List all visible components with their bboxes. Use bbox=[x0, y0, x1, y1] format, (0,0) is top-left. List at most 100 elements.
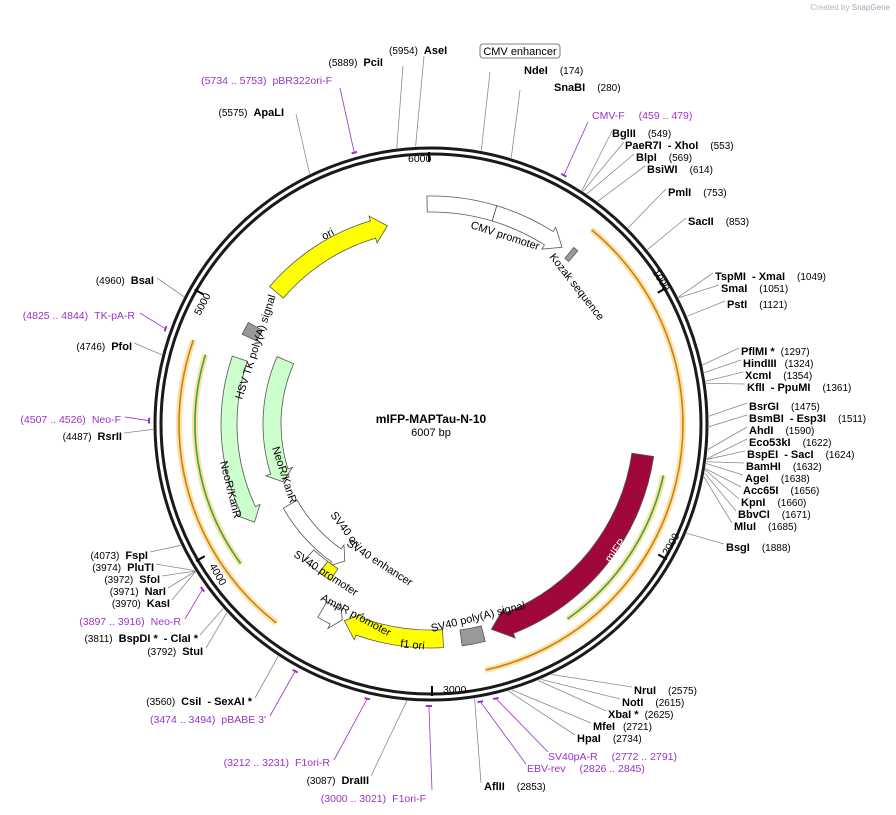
enzyme-label-sfoi: (3972)SfoI bbox=[104, 574, 160, 586]
enzyme-label-nrui: NruI(2575) bbox=[634, 685, 697, 697]
enzyme-leader-36 bbox=[370, 700, 408, 777]
enzyme-leader-0 bbox=[415, 55, 425, 147]
enzyme-label-bsgi: BsgI(1888) bbox=[726, 542, 791, 554]
primer-label-pbabe3: (3474 .. 3494)pBABE 3' bbox=[150, 714, 266, 726]
enzyme-leader-37 bbox=[254, 656, 279, 699]
primer-label-ebv-rev: EBV-rev(2826 .. 2845) bbox=[527, 763, 645, 775]
enzyme-label-pflmi: PflMI *(1297) bbox=[741, 346, 810, 358]
ampr-promoter-shape bbox=[317, 601, 343, 630]
primer-mark-0 bbox=[351, 150, 358, 155]
orf-line-0 bbox=[485, 229, 684, 671]
plasmid-name: mIFP-MAPTau-N-10 bbox=[376, 412, 487, 426]
f1-ori-shape bbox=[343, 612, 444, 649]
enzyme-leader-41 bbox=[167, 571, 196, 589]
enzyme-label-sacii: SacII(853) bbox=[688, 216, 749, 228]
enzyme-leader-13 bbox=[687, 300, 726, 317]
ori-shape bbox=[269, 215, 388, 299]
enzyme-label-kpni: KpnI(1660) bbox=[741, 497, 806, 509]
tick-mark-2000 bbox=[657, 553, 668, 561]
enzyme-leader-17 bbox=[705, 382, 746, 385]
enzyme-label-csii: (3560)CsiI- SexAI * bbox=[146, 696, 252, 708]
primer-mark-6 bbox=[292, 668, 299, 674]
primer-leader-5 bbox=[428, 705, 433, 791]
enzyme-label-hindiii: HindIII(1324) bbox=[743, 358, 814, 370]
enzyme-leader-30 bbox=[551, 674, 633, 688]
enzyme-label-stui: (3792)StuI bbox=[147, 646, 203, 658]
enzyme-leader-23 bbox=[706, 461, 745, 464]
primer-leader-9 bbox=[139, 312, 166, 330]
enzyme-leader-40 bbox=[171, 571, 196, 601]
enzyme-leader-16 bbox=[705, 371, 744, 382]
primer-label-f1ori-f: (3000 .. 3021)F1ori-F bbox=[321, 793, 426, 805]
primer-leader-0 bbox=[339, 87, 355, 153]
enzyme-leader-20 bbox=[707, 426, 748, 450]
feature-label-f1-ori: f1 ori bbox=[400, 638, 426, 652]
enzyme-leader-21 bbox=[706, 438, 748, 460]
enzyme-leader-5 bbox=[581, 130, 613, 191]
primer-label-f1ori-r: (3212 .. 3231)F1ori-R bbox=[224, 757, 331, 769]
enzyme-label-pfoi: (4746)PfoI bbox=[76, 341, 132, 353]
primer-leader-1 bbox=[563, 121, 589, 176]
primer-mark-1 bbox=[560, 173, 567, 178]
enzyme-label-pluti: (3974)PluTI bbox=[92, 562, 154, 574]
enzyme-leader-7 bbox=[586, 153, 635, 195]
enzyme-label-pmli: PmlI(753) bbox=[668, 187, 727, 199]
enzyme-label-agei: AgeI(1638) bbox=[745, 473, 810, 485]
enzyme-label-bamhi: BamHI(1632) bbox=[746, 461, 822, 473]
tick-mark-1000 bbox=[657, 286, 667, 294]
primer-leader-8 bbox=[124, 416, 150, 422]
enzyme-leader-2 bbox=[295, 113, 311, 174]
primer-labels: (5734 .. 5753)pBR322ori-F CMV-F(459 .. 4… bbox=[20, 75, 692, 805]
enzyme-label-kasi: (3970)KasI bbox=[112, 598, 170, 610]
enzyme-label-apali: (5575)ApaLI bbox=[219, 107, 284, 119]
enzyme-leader-35 bbox=[474, 698, 482, 784]
enzyme-leader-34 bbox=[508, 690, 576, 736]
tick-label-1000: 1000 bbox=[649, 267, 672, 293]
tick-mark-5000 bbox=[194, 288, 204, 296]
created-by-text: Created by bbox=[810, 3, 850, 12]
enzyme-leader-39 bbox=[199, 608, 224, 636]
orf-arcs bbox=[176, 227, 686, 673]
cmv-promoter-shape bbox=[491, 205, 563, 250]
cmv-enhancer-shape bbox=[426, 195, 498, 222]
size-ticks bbox=[194, 151, 668, 697]
enzyme-label-rsrii: (4487)RsrII bbox=[63, 431, 122, 443]
enzyme-leader-19 bbox=[708, 414, 748, 428]
feature-label-ori: ori bbox=[320, 226, 336, 242]
enzyme-label-pcii: (5889)PciI bbox=[329, 57, 383, 69]
enzyme-leader-15 bbox=[704, 359, 742, 373]
enzyme-label-mfei: MfeI(2721) bbox=[593, 721, 652, 733]
enzyme-leader-47 bbox=[156, 277, 185, 298]
enzyme-label-draiii: (3087)DraIII bbox=[307, 775, 369, 787]
enzyme-leader-3 bbox=[480, 71, 491, 151]
enzyme-label-aflii: AflII(2853) bbox=[484, 781, 546, 793]
primer-leader-4 bbox=[333, 698, 368, 761]
backbone-outer-ring bbox=[153, 146, 709, 702]
enzyme-label-xbai: XbaI *(2625) bbox=[608, 709, 673, 721]
hsv-tk-polya-shape bbox=[241, 321, 263, 342]
enzyme-leader-38 bbox=[205, 612, 228, 649]
orf-line-left bbox=[194, 354, 242, 565]
enzyme-label-mlui: MluI(1685) bbox=[734, 521, 797, 533]
primer-leader-7 bbox=[184, 589, 203, 620]
primer-marks bbox=[124, 87, 589, 791]
feature-shapes bbox=[220, 195, 655, 649]
label-leaders bbox=[123, 55, 748, 784]
primer-label-pbr322ori-f: (5734 .. 5753)pBR322ori-F bbox=[201, 75, 332, 87]
enzyme-label-tspmi: TspMI- XmaI(1049) bbox=[715, 271, 826, 283]
enzyme-leader-46 bbox=[133, 342, 162, 356]
snapgene-watermark: Created by SnapGene bbox=[810, 3, 890, 12]
enzyme-leader-32 bbox=[538, 680, 607, 712]
enzyme-leader-9 bbox=[627, 188, 667, 229]
enzyme-leader-45 bbox=[123, 428, 154, 434]
enzyme-label-bspei: BspEI- SacI(1624) bbox=[747, 449, 854, 461]
orf-line-1 bbox=[178, 339, 277, 624]
enzyme-leader-26 bbox=[704, 469, 740, 500]
enzyme-label-fspi: (4073)FspI bbox=[90, 550, 148, 562]
enzyme-leader-29 bbox=[686, 532, 725, 545]
tick-label-3000: 3000 bbox=[443, 684, 467, 696]
enzyme-label-xcmi: XcmI(1354) bbox=[745, 370, 812, 382]
feature-label-kozak: Kozak sequence bbox=[547, 251, 607, 322]
tick-mark-4000 bbox=[195, 555, 206, 563]
